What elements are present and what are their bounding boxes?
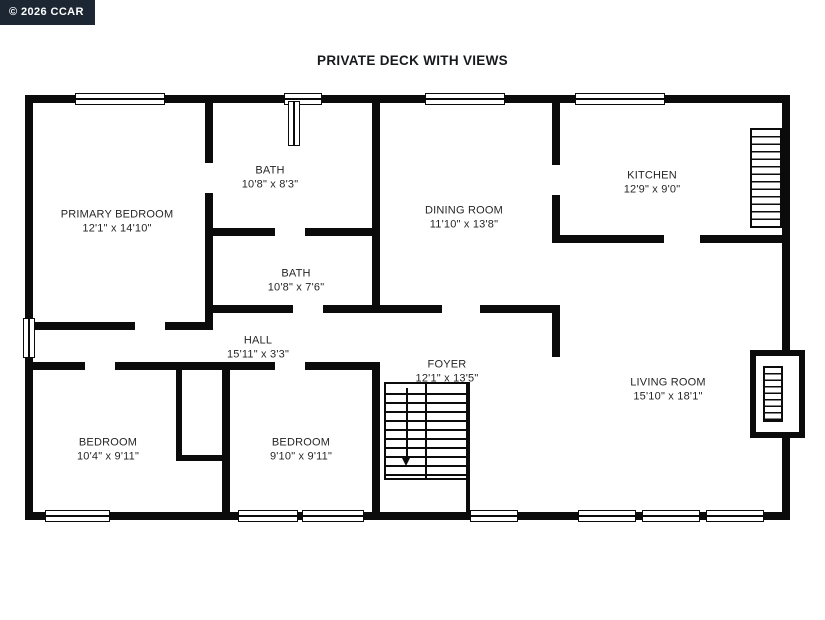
wall [480,305,560,313]
wall [205,95,213,163]
window-symbol [578,510,636,522]
kitchen-fixture [750,128,782,228]
wall [115,362,275,370]
window-symbol [23,318,35,358]
wall [466,382,470,512]
window-symbol [238,510,298,522]
wall [305,362,372,370]
room-label: DINING ROOM 11'10" x 13'8" [425,204,503,233]
wall [25,95,33,520]
wall [213,228,275,236]
staircase [384,382,468,480]
room-name: BATH [255,164,285,177]
room-dimensions: 11'10" x 13'8" [429,219,499,231]
room-label: LIVING ROOM 15'10" x 18'1" [630,376,706,405]
room-name: LIVING ROOM [630,376,706,389]
wall [213,305,293,313]
room-label: BATH 10'8" x 7'6" [268,267,325,296]
window-symbol [302,510,364,522]
wall [552,95,560,165]
wall [782,95,790,520]
room-dimensions: 15'11" x 3'3" [226,349,290,361]
wall [372,95,380,313]
wall [25,322,135,330]
window-symbol [575,93,665,105]
room-label: HALL 15'11" x 3'3" [227,334,289,363]
room-label: BEDROOM 9'10" x 9'11" [270,436,332,465]
window-symbol [642,510,700,522]
window-symbol [45,510,110,522]
room-dimensions: 10'8" x 7'6" [267,282,325,294]
wall [25,512,790,520]
room-dimensions: 10'8" x 8'3" [241,179,299,191]
copyright-badge: © 2026 CCAR [0,0,95,25]
room-name: BEDROOM [271,436,331,449]
window-symbol [706,510,764,522]
wall [25,362,85,370]
window-symbol [425,93,505,105]
room-label: FOYER 12'1" x 13'5" [416,358,479,387]
room-name: PRIMARY BEDROOM [60,208,174,221]
fireplace [750,350,805,438]
wall [176,455,228,461]
window-symbol [75,93,165,105]
room-name: HALL [243,334,273,347]
room-dimensions: 15'10" x 18'1" [633,391,703,403]
room-label: KITCHEN 12'9" x 9'0" [624,169,681,198]
wall [372,362,380,520]
wall [372,305,442,313]
room-label: BEDROOM 10'4" x 9'11" [77,436,139,465]
wall [222,370,230,512]
wall [25,95,790,103]
room-label: PRIMARY BEDROOM 12'1" x 14'10" [61,208,174,237]
room-dimensions: 12'1" x 13'5" [415,373,479,385]
room-name: KITCHEN [627,169,677,182]
room-dimensions: 10'4" x 9'11" [76,451,140,463]
room-dimensions: 12'9" x 9'0" [623,184,681,196]
wall [700,235,782,243]
room-name: BATH [281,267,311,280]
deck-label: PRIVATE DECK WITH VIEWS [317,53,508,68]
wall [552,235,664,243]
window-symbol [288,101,300,146]
room-label: BATH 10'8" x 8'3" [242,164,299,193]
wall [323,305,372,313]
wall [552,305,560,357]
room-name: DINING ROOM [425,204,503,217]
wall [552,195,560,243]
room-dimensions: 9'10" x 9'11" [269,451,333,463]
window-symbol [470,510,518,522]
wall [176,370,182,458]
wall [165,322,213,330]
room-name: BEDROOM [78,436,138,449]
wall [305,228,372,236]
wall [205,193,213,330]
room-dimensions: 12'1" x 14'10" [82,223,152,235]
room-name: FOYER [427,358,467,371]
